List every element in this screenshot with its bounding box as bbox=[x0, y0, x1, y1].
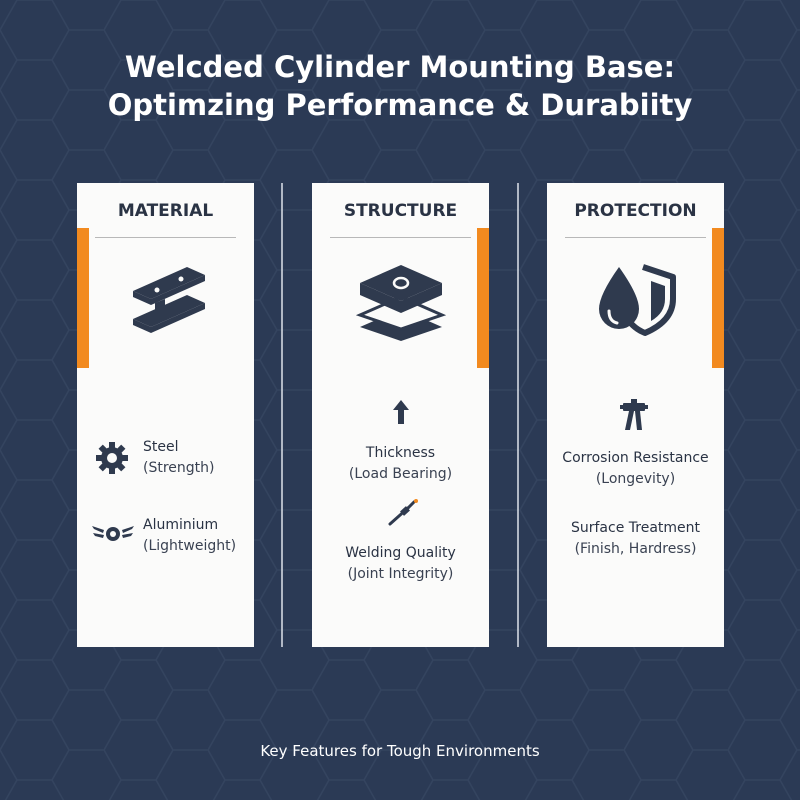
divider-line bbox=[281, 183, 283, 647]
item-sub: (Load Bearing) bbox=[348, 466, 453, 482]
page-title: Welcded Cylinder Mounting Base: Optimzin… bbox=[0, 48, 800, 124]
gear-icon bbox=[96, 442, 128, 474]
welding-torch-icon bbox=[388, 499, 418, 526]
heading-rule bbox=[330, 237, 471, 238]
item-sub: (Lightweight) bbox=[143, 538, 237, 554]
item-label: Welding Quality bbox=[345, 545, 456, 561]
title-line-2: Optimzing Performance & Durabiity bbox=[107, 88, 693, 122]
i-beam-icon bbox=[133, 267, 205, 333]
footer-caption: Key Features for Tough Environments bbox=[260, 742, 540, 760]
card-heading: MATERIAL bbox=[117, 201, 214, 221]
accent-bar bbox=[712, 228, 724, 368]
stacked-plates-icon bbox=[356, 265, 446, 341]
item-sub: (Strength) bbox=[143, 460, 215, 476]
list-item-welding-quality: Welding Quality (Joint Integrity) bbox=[312, 543, 489, 585]
droplet-shield-icon bbox=[599, 264, 676, 336]
item-sub: (Longevity) bbox=[595, 471, 676, 487]
item-label: Thickness bbox=[365, 445, 436, 461]
card-heading: STRUCTURE bbox=[343, 201, 458, 221]
title-line-1: Welcded Cylinder Mounting Base: bbox=[124, 50, 676, 84]
list-item-surface-treatment: Surface Treatment (Finish, Hardress) bbox=[547, 518, 724, 560]
list-item-aluminium: Aluminium (Lightweight) bbox=[143, 515, 236, 557]
list-item-steel: Steel (Strength) bbox=[143, 437, 214, 479]
card-material: MATERIAL Steel (Streng bbox=[77, 183, 254, 647]
divider-line bbox=[517, 183, 519, 647]
card-heading: PROTECTION bbox=[574, 201, 697, 221]
spray-gun-icon bbox=[620, 399, 648, 430]
item-label: Steel bbox=[143, 439, 179, 455]
heading-rule bbox=[95, 237, 236, 238]
list-item-corrosion-resistance: Corrosion Resistance (Longevity) bbox=[547, 448, 724, 490]
item-label: Surface Treatment bbox=[570, 520, 701, 536]
list-item-thickness: Thickness (Load Bearing) bbox=[312, 443, 489, 485]
arrow-up-icon bbox=[393, 400, 409, 424]
winged-emblem-icon bbox=[92, 526, 134, 541]
accent-bar bbox=[477, 228, 489, 368]
card-structure: STRUCTURE Thickness (Load Bearing) Weldi… bbox=[312, 183, 489, 647]
card-protection: PROTECTION Corrosion Resistance (Longevi… bbox=[547, 183, 724, 647]
heading-rule bbox=[565, 237, 706, 238]
accent-bar bbox=[77, 228, 89, 368]
item-sub: (Joint Integrity) bbox=[347, 566, 454, 582]
item-label: Aluminium bbox=[143, 517, 219, 533]
item-sub: (Finish, Hardress) bbox=[574, 541, 697, 557]
item-label: Corrosion Resistance bbox=[562, 450, 709, 466]
